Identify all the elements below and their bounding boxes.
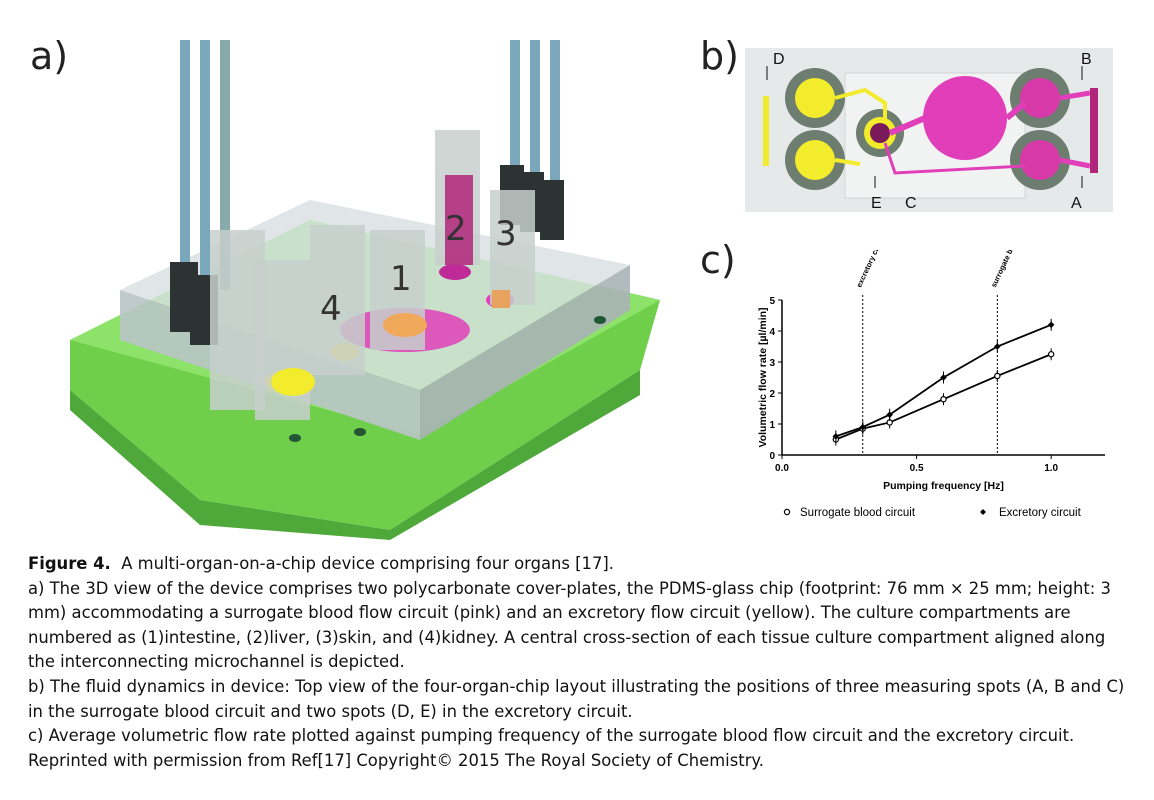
spot-c-label: C [905, 195, 917, 212]
caption-title-bold: Figure 4. [28, 554, 111, 573]
caption-title-text: A multi-organ-on-a-chip device comprisin… [121, 554, 615, 573]
legend-label-surrogate: Surrogate blood circuit [800, 507, 916, 519]
data-point-excretory [1047, 321, 1055, 329]
caption-para-b: b) The fluid dynamics in device: Top vie… [28, 676, 1125, 721]
spot-b-label: B [1081, 51, 1092, 68]
spot-e-label: E [871, 195, 882, 212]
chip-top-view-photo: D B E C A [745, 48, 1113, 212]
y-axis-label: Volumetric flow rate [µl/min] [757, 307, 769, 447]
spot-d-label: D [773, 51, 785, 68]
compartment-4-number: 4 [320, 289, 342, 329]
x-tick-label: 0.0 [775, 463, 789, 474]
caption-title: Figure 4. A multi-organ-on-a-chip device… [28, 552, 1128, 577]
caption-para-c: c) Average volumetric flow rate plotted … [28, 726, 1075, 746]
legend-label-excretory: Excretory circuit [999, 507, 1082, 519]
compartment-3-number: 3 [495, 214, 517, 254]
compartment-1-number: 1 [390, 259, 412, 299]
legend-marker-excretory [980, 509, 986, 515]
x-tick-label: 0.5 [910, 463, 924, 474]
spot-a-label: A [1071, 195, 1082, 212]
annotation-label: surrogate blood circuit [989, 250, 1032, 289]
series-line [835, 323, 1052, 438]
y-tick-label: 0 [769, 451, 775, 462]
data-point-excretory [886, 411, 893, 418]
panel-c-label: c) [700, 238, 736, 282]
panel-b-label: b) [700, 34, 739, 78]
data-point-surrogate [1047, 351, 1055, 358]
legend-marker-surrogate [783, 508, 791, 516]
data-point-excretory [832, 433, 840, 440]
y-tick-label: 5 [769, 296, 775, 307]
y-tick-label: 1 [769, 420, 775, 431]
panel-a-label: a) [30, 34, 69, 78]
y-tick-label: 2 [769, 389, 775, 400]
device-3d-illustration: 1 2 3 4 [70, 40, 660, 540]
compartment-2-number: 2 [445, 209, 467, 249]
y-tick-label: 3 [769, 358, 775, 369]
series-line [835, 353, 1052, 441]
caption-reprint: Reprinted with permission from Ref[17] C… [28, 750, 764, 770]
y-tick-label: 4 [769, 327, 775, 338]
figure-caption: Figure 4. A multi-organ-on-a-chip device… [28, 552, 1128, 773]
caption-para-a: a) The 3D view of the device comprises t… [28, 578, 1111, 672]
data-point-surrogate [994, 372, 1001, 380]
data-point-excretory [994, 343, 1001, 350]
x-axis-label: Pumping frequency [Hz] [883, 480, 1004, 492]
data-point-surrogate [940, 395, 947, 403]
annotation-label: excretory circuit [854, 250, 887, 289]
x-tick-label: 1.0 [1044, 463, 1058, 474]
